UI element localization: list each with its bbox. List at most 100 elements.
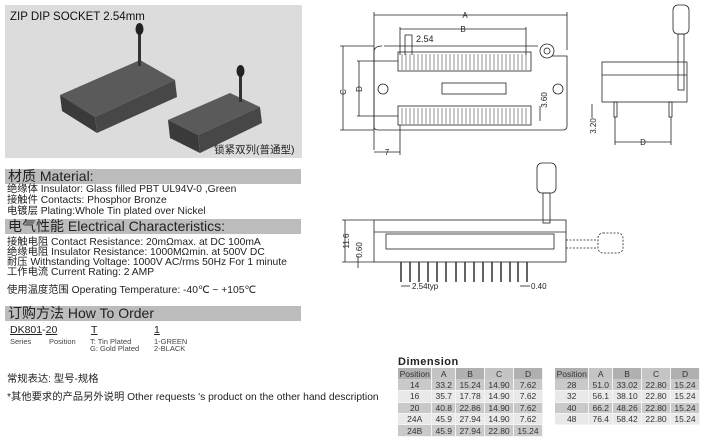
table-cell: 15.24	[670, 390, 700, 403]
dim-b-label: B	[460, 25, 465, 34]
table-cell: 76.4	[588, 413, 614, 426]
product-photo	[5, 5, 302, 158]
table-cell: 48.26	[612, 402, 643, 415]
column-header: D	[513, 368, 543, 380]
dim-d-end-label: D	[640, 138, 646, 147]
plating-tin: T: Tin Plated	[90, 337, 132, 346]
table-cell: 7.62	[513, 390, 543, 403]
dim-d-label: D	[355, 86, 364, 92]
table-cell: 7.62	[513, 413, 543, 426]
table-cell: 40	[555, 402, 590, 415]
table-cell: 27.94	[455, 413, 486, 426]
dim-pitch-label: 2.54	[416, 34, 434, 44]
table-cell: 24B	[398, 424, 433, 437]
column-header: B	[455, 368, 486, 380]
table-cell: 48	[555, 413, 590, 426]
table-cell: 14.90	[484, 413, 515, 426]
plating-gold: G: Gold Plated	[90, 344, 140, 353]
position-code: 20	[45, 324, 58, 336]
contact-resistance: 接触电阻 Contact Resistance: 20mΩmax. at DC …	[7, 237, 261, 248]
dim-pin-length-label: 3.20	[589, 118, 598, 134]
color-green: 1-GREEN	[154, 337, 188, 346]
table-cell: 40.8	[431, 402, 457, 415]
table-cell: 56.1	[588, 390, 614, 403]
table-cell: 7.62	[513, 379, 543, 392]
current-rating: 工作电流 Current Rating: 2 AMP	[7, 267, 155, 278]
dim-slot-label: 3.60	[540, 92, 549, 108]
withstanding-voltage: 耐压 Withstanding Voltage: 1000V AC/rms 50…	[7, 257, 287, 268]
electrical-heading: 电气性能 Electrical Characteristics:	[5, 219, 301, 234]
table-cell: 51.0	[588, 379, 614, 392]
pin-slots	[401, 54, 527, 124]
color-code-box: 1	[154, 324, 160, 336]
table-cell: 22.80	[641, 402, 672, 415]
order-code: DK801-20	[10, 324, 57, 336]
column-header: D	[670, 368, 700, 380]
dim-standoff-label: 0.60	[355, 242, 364, 258]
table-cell: 15.24	[670, 402, 700, 415]
operating-temperature: 使用温度范围 Operating Temperature: -40℃ ~ +10…	[7, 285, 256, 296]
column-header: A	[588, 368, 614, 380]
table-cell: 24A	[398, 413, 433, 426]
other-requests-note: *其他要求的产品另外说明 Other requests 's product o…	[7, 392, 379, 403]
socket-photo-image	[60, 23, 262, 153]
technical-drawing: A B 2.54 C D 3.60 7 D 3.20 11.6 0.60 2.5…	[339, 4, 690, 291]
small-socket	[168, 65, 262, 153]
table-cell: 15.24	[670, 379, 700, 392]
table-cell: 45.9	[431, 413, 457, 426]
column-header: C	[484, 368, 515, 380]
table-cell: 33.2	[431, 379, 457, 392]
plating-code: T	[91, 324, 98, 336]
position-label: Position	[49, 337, 76, 346]
table-cell: 38.10	[612, 390, 643, 403]
convention-text: 常规表达: 型号-规格	[7, 374, 99, 385]
photo-title: ZIP DIP SOCKET 2.54mm	[10, 11, 145, 23]
end-view: D 3.20	[589, 4, 690, 147]
order-heading: 订购方法 How To Order	[5, 306, 301, 321]
table-cell: 7.62	[513, 402, 543, 415]
color-black: 2-BLACK	[154, 344, 186, 353]
side-view: 11.6 0.60 2.54typ 0.40	[342, 162, 624, 291]
table-cell: 22.80	[641, 413, 672, 426]
table-cell: 20	[398, 402, 433, 415]
dim-c-label: C	[339, 89, 348, 95]
material-contacts: 接触件 Contacts: Phosphor Bronze	[7, 195, 167, 206]
column-header: A	[431, 368, 457, 380]
table-cell: 22.80	[484, 424, 515, 437]
column-header: B	[612, 368, 643, 380]
code-separator: -	[42, 324, 46, 336]
table-cell: 22.86	[455, 402, 486, 415]
series-code: DK801	[10, 324, 43, 336]
table-cell: 58.42	[612, 413, 643, 426]
table-cell: 22.80	[641, 379, 672, 392]
dim-a-label: A	[462, 11, 468, 20]
table-cell: 27.94	[455, 424, 486, 437]
column-header: Position	[398, 368, 433, 380]
column-header: C	[641, 368, 672, 380]
dim-edge-label: 7	[385, 148, 390, 157]
dim-height-label: 11.6	[342, 233, 351, 249]
table-cell: 15.24	[670, 413, 700, 426]
table-cell: 17.78	[455, 390, 486, 403]
table-cell: 15.24	[513, 424, 543, 437]
table-cell: 14.90	[484, 402, 515, 415]
column-header: Position	[555, 368, 590, 380]
dim-pin-width-label: 0.40	[531, 282, 547, 291]
table-cell: 15.24	[455, 379, 486, 392]
table-cell: 14.90	[484, 390, 515, 403]
material-plating: 电镀层 Plating:Whole Tin plated over Nickel	[7, 206, 206, 217]
photo-caption: 锁紧双列(普通型)	[214, 144, 295, 156]
table-cell: 22.80	[641, 390, 672, 403]
table-cell: 14.90	[484, 379, 515, 392]
